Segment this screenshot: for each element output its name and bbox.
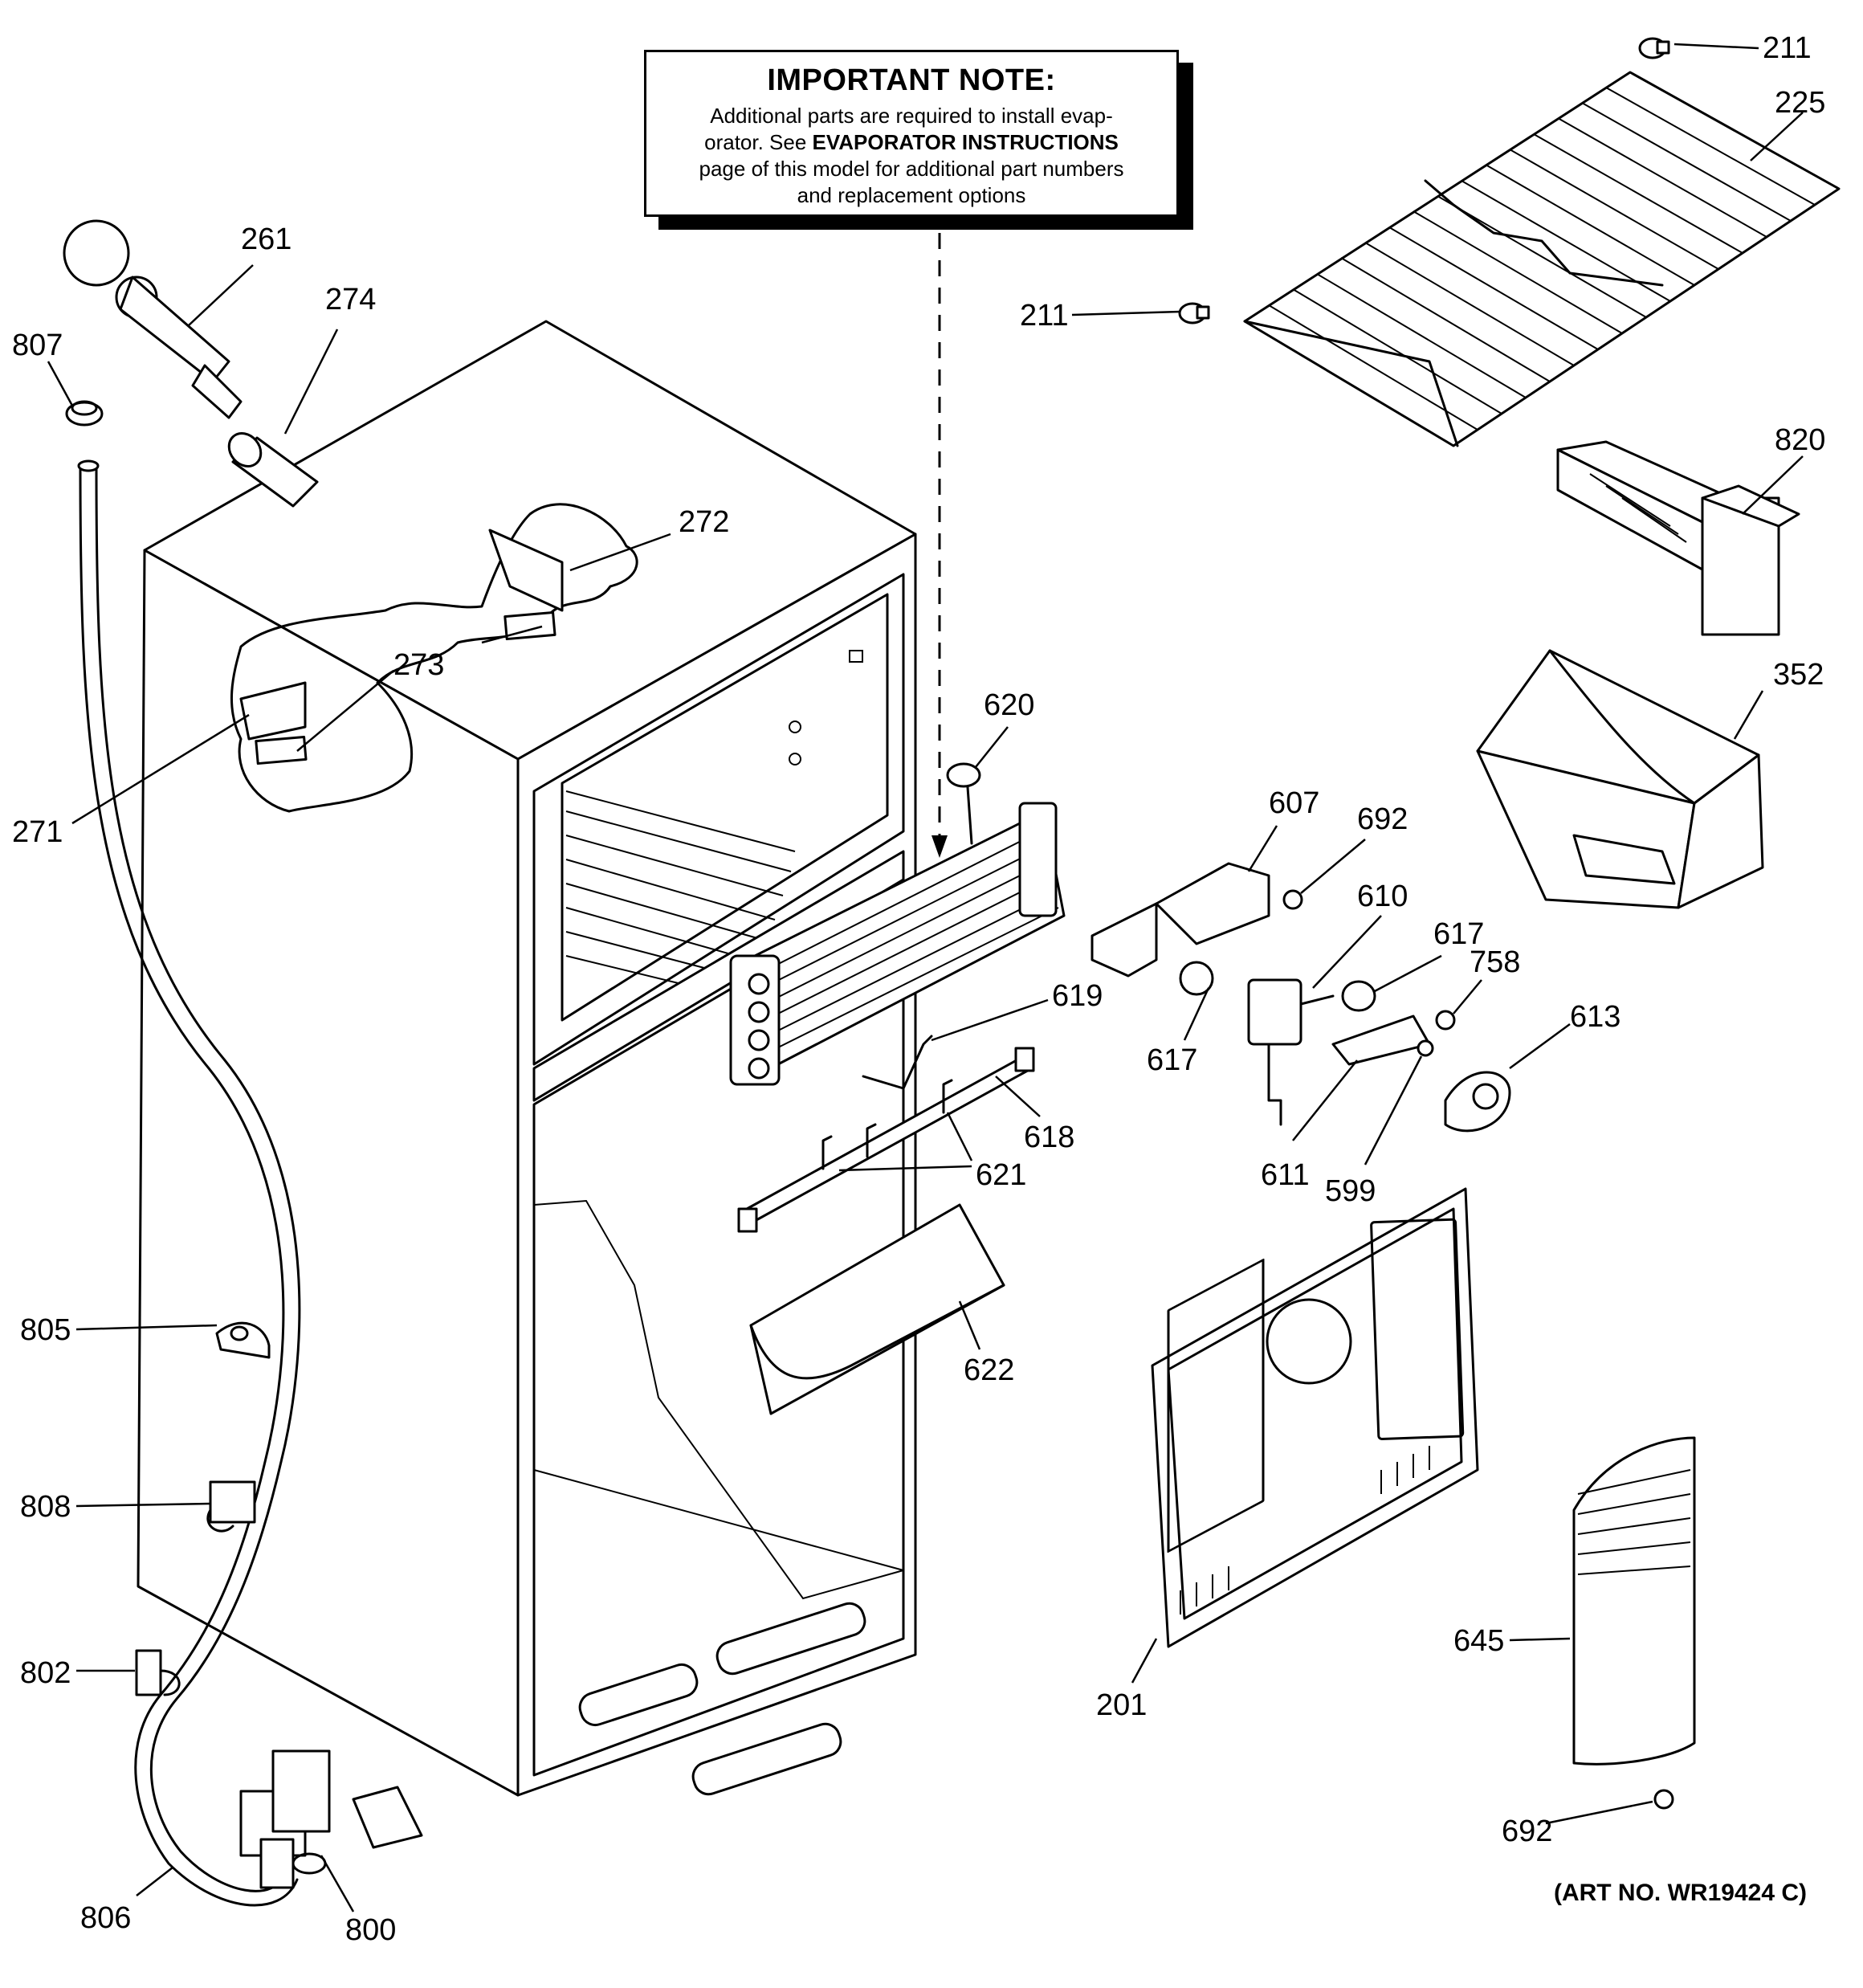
callout-201: 201	[1096, 1688, 1147, 1722]
callout-211-top: 211	[1763, 31, 1812, 65]
callout-352: 352	[1773, 658, 1824, 692]
fan-blade-613	[1444, 1071, 1511, 1133]
callout-806: 806	[80, 1901, 131, 1935]
note-line-1: Additional parts are required to install…	[710, 104, 1113, 128]
note-title: IMPORTANT NOTE:	[767, 63, 1056, 97]
fill-tube-261	[63, 219, 243, 419]
drain-trough-622	[749, 1203, 1005, 1415]
clamp-807	[65, 400, 104, 427]
callout-611: 611	[1261, 1158, 1310, 1192]
callout-617-right: 617	[1433, 917, 1484, 951]
note-line-2-bold: EVAPORATOR INSTRUCTIONS	[812, 130, 1119, 154]
callout-620: 620	[984, 688, 1034, 722]
shelf-stud-211-top	[1638, 37, 1670, 59]
callout-225: 225	[1775, 86, 1825, 120]
screw-692-bottom	[1653, 1789, 1674, 1810]
nut-599	[1417, 1039, 1434, 1057]
fan-motor-610	[1179, 961, 1335, 1126]
defrost-heater-618	[737, 1047, 1035, 1233]
callout-692-top: 692	[1357, 802, 1408, 836]
callout-820: 820	[1775, 423, 1825, 457]
callout-610: 610	[1357, 880, 1408, 913]
sensor-cap-620	[946, 762, 981, 845]
callout-802: 802	[20, 1656, 71, 1690]
note-arrow-head	[932, 835, 948, 858]
note-line-2: orator. See EVAPORATOR INSTRUCTIONS	[646, 129, 1176, 156]
callout-271: 271	[12, 815, 63, 849]
callout-807: 807	[12, 329, 63, 362]
callout-599: 599	[1325, 1174, 1376, 1208]
evaporator-cover-201	[1151, 1187, 1479, 1648]
retainer-619	[862, 1035, 933, 1090]
water-line-tube	[77, 459, 301, 1907]
water-valve-800	[239, 1749, 423, 1889]
note-line-2-text: orator. See	[704, 130, 813, 154]
cabinet	[137, 320, 917, 1797]
callout-272: 272	[679, 505, 729, 539]
callout-619: 619	[1052, 979, 1103, 1013]
ice-bucket-352	[1476, 649, 1764, 909]
callout-622: 622	[964, 1353, 1014, 1387]
callout-613: 613	[1570, 1000, 1620, 1034]
callout-607: 607	[1269, 786, 1319, 820]
icemaker-820	[1556, 440, 1800, 636]
screw-692-top	[1282, 889, 1303, 910]
grommet-617-right	[1341, 980, 1376, 1012]
callout-645: 645	[1453, 1624, 1504, 1658]
note-line-4: and replacement options	[797, 183, 1026, 207]
art-number: (ART NO. WR19424 C)	[1553, 1880, 1807, 1906]
note-line-3: page of this model for additional part n…	[699, 157, 1124, 181]
screw-758	[1435, 1010, 1456, 1031]
callout-800: 800	[345, 1913, 396, 1947]
callout-618: 618	[1024, 1121, 1074, 1154]
callout-621: 621	[976, 1158, 1026, 1192]
callout-692-bottom: 692	[1502, 1815, 1552, 1848]
important-note-box: IMPORTANT NOTE: Additional parts are req…	[644, 50, 1179, 217]
sleeve-274	[227, 432, 319, 508]
callout-261: 261	[241, 222, 291, 256]
note-body: Additional parts are required to install…	[646, 103, 1176, 209]
callout-805: 805	[20, 1313, 71, 1347]
shelf-stud-211-left	[1178, 302, 1210, 325]
callout-617-left: 617	[1147, 1043, 1197, 1077]
callout-274: 274	[325, 283, 376, 316]
callout-labels: 211 225 211 261 274 807 272 273 271 820 …	[12, 31, 1825, 1947]
wire-shelf-225	[1243, 71, 1841, 447]
callout-211-left: 211	[1020, 299, 1069, 333]
clip-808	[206, 1480, 256, 1533]
bracket-607	[1090, 862, 1270, 978]
clamp-805	[215, 1321, 271, 1359]
bracket-611	[1331, 1014, 1431, 1066]
evaporator-coil	[729, 802, 1066, 1086]
callout-758: 758	[1470, 945, 1520, 979]
air-diffuser-645	[1572, 1436, 1696, 1766]
clip-802	[135, 1649, 181, 1696]
callout-808: 808	[20, 1490, 71, 1524]
callout-273: 273	[393, 648, 444, 682]
callout-leaders	[47, 43, 1804, 1912]
